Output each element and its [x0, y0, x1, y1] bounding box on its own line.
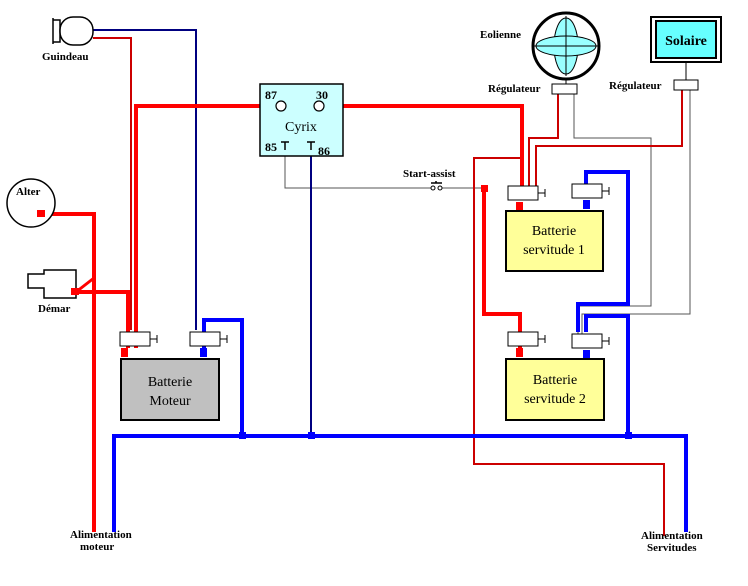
- junction-dot: [625, 432, 632, 439]
- cyrix-terminal-87: [275, 100, 287, 112]
- wire-sol-reg-positive: [535, 90, 683, 186]
- terminal-serv1-positive: [507, 185, 546, 211]
- wire-cyrix-87: [134, 104, 281, 348]
- terminal-moteur-negative: [189, 331, 228, 357]
- solaire-regulator-label: Régulateur: [609, 80, 662, 92]
- battery-serv2-line1: Batterie: [533, 373, 577, 388]
- wire-sol-reg-negative: [581, 90, 691, 334]
- wire-cyrix-85: [284, 148, 432, 189]
- terminal-serv2-negative: [571, 333, 610, 359]
- wire-demar-positive: [76, 290, 130, 348]
- eolienne-regulator: [551, 83, 578, 95]
- starter-icon: [27, 269, 77, 299]
- solaire-label: Solaire: [665, 34, 707, 49]
- cyrix-pin-86: 86: [318, 144, 330, 158]
- battery-moteur-line2: Moteur: [149, 394, 191, 409]
- junction-dot: [481, 185, 488, 192]
- eolienne-label: Eolienne: [480, 29, 521, 41]
- battery-moteur-line1: Batterie: [148, 375, 192, 390]
- alim-moteur-label-1: Alimentation: [70, 529, 132, 541]
- wire-guindeau-positive: [93, 37, 132, 330]
- alter-terminal: [37, 210, 45, 217]
- cyrix-pin-30: 30: [316, 88, 328, 102]
- alter-label: Alter: [16, 186, 41, 198]
- cyrix-terminal-30: [313, 100, 325, 112]
- wire-alter-positive: [46, 212, 96, 532]
- start-assist-label: Start-assist: [403, 168, 456, 180]
- demar-label: Démar: [38, 303, 70, 315]
- terminal-serv2-positive: [507, 331, 546, 357]
- cyrix-pin-87: 87: [265, 88, 277, 102]
- terminal-serv1-negative: [571, 183, 610, 209]
- wire-guindeau-negative: [88, 29, 197, 330]
- battery-servitude-2: [505, 358, 605, 421]
- guindeau-label: Guindeau: [42, 51, 88, 63]
- battery-serv1-line2: servitude 1: [523, 243, 585, 258]
- junction-dot: [239, 432, 246, 439]
- wire-bus-negative: [112, 434, 688, 532]
- eolienne-regulator-label: Régulateur: [488, 83, 541, 95]
- wire-serv2-negative: [584, 314, 630, 436]
- battery-serv2-line2: servitude 2: [524, 392, 586, 407]
- solaire-regulator: [673, 79, 699, 91]
- terminal-moteur-positive: [119, 331, 158, 357]
- wire-serv1-negative: [576, 170, 630, 332]
- solar-panel-inner: [655, 20, 717, 59]
- alim-servitudes-label-1: Alimentation: [641, 530, 703, 542]
- battery-serv1-line1: Batterie: [532, 224, 576, 239]
- junction-dot: [308, 432, 315, 439]
- alim-servitudes-label-2: Servitudes: [647, 542, 697, 554]
- battery-moteur: [120, 358, 220, 421]
- wire-cyrix-30: [319, 104, 524, 186]
- cyrix-name: Cyrix: [285, 120, 317, 135]
- wind-turbine-icon: [531, 11, 601, 81]
- battery-servitude-1: [505, 210, 604, 272]
- cyrix-terminal-86: [307, 141, 315, 150]
- starter-terminal: [71, 288, 79, 295]
- guindeau-icon: [52, 16, 94, 46]
- wire-eol-reg-positive: [528, 94, 559, 186]
- cyrix-terminal-85: [281, 141, 289, 150]
- cyrix-relay: [259, 83, 344, 157]
- alim-moteur-label-2: moteur: [80, 541, 114, 553]
- cyrix-pin-85: 85: [265, 140, 277, 154]
- wire-servitudes-positive: [473, 157, 665, 536]
- start-assist-switch[interactable]: [430, 181, 443, 191]
